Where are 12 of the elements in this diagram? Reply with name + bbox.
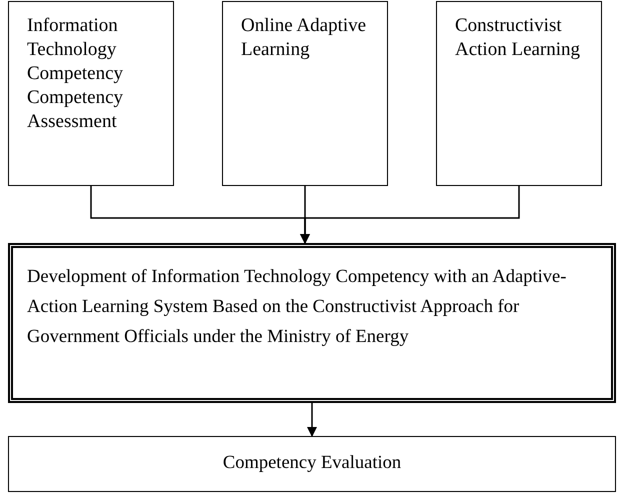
box-text: Constructivist Action Learning bbox=[455, 14, 582, 62]
box-text: Information Technology Competency Competency Assessment bbox=[27, 14, 124, 134]
arrow bbox=[307, 403, 317, 437]
process-box bbox=[8, 243, 616, 403]
arrow bbox=[300, 186, 520, 244]
process-box bbox=[436, 1, 602, 186]
box-text: Development of Information Technology Competency with an Adaptive-Action Learning System Based on the Constructivist Approach for Government Officials under the Ministry of Energy bbox=[27, 266, 568, 349]
process-box bbox=[8, 1, 174, 186]
box-text: Online Adaptive Learning bbox=[241, 14, 368, 62]
process-box bbox=[222, 1, 388, 186]
box-text: Competency Evaluation bbox=[222, 452, 402, 476]
process-box bbox=[8, 436, 616, 492]
